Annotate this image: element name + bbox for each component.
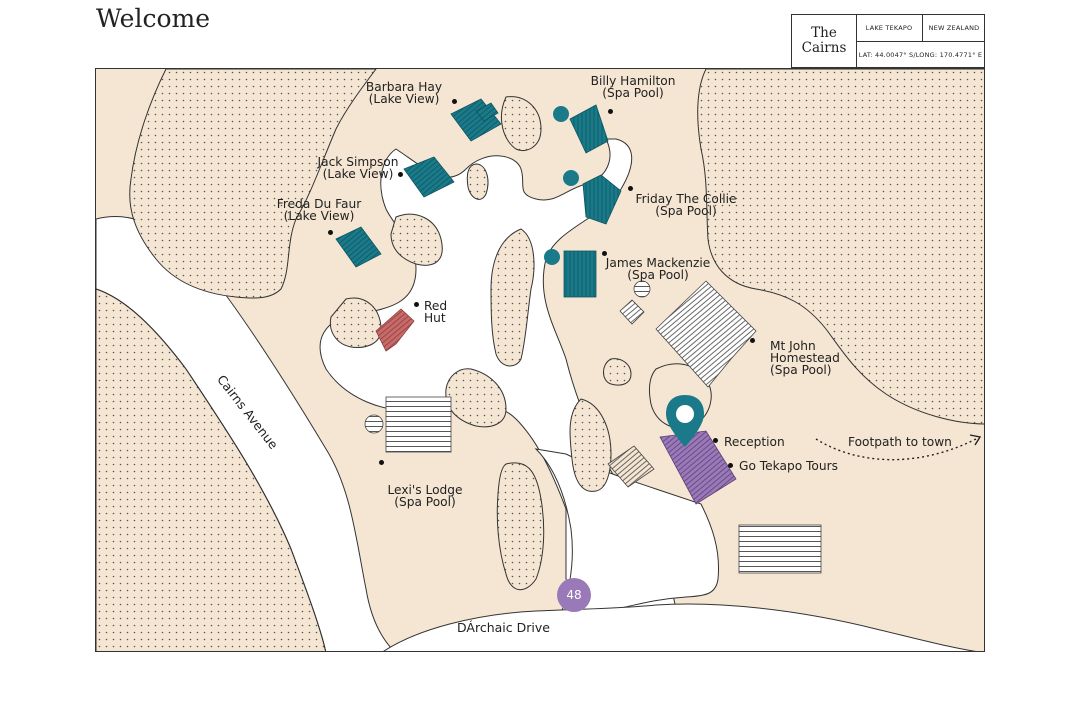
label-line: Billy Hamilton xyxy=(590,74,676,88)
info-box: The Cairns LAKE TEKAPO NEW ZEALAND LAT: … xyxy=(791,14,985,68)
go-tekapo-tours-marker xyxy=(728,463,733,468)
james-mackenzie-marker xyxy=(602,251,607,256)
james-mackenzie-label: James Mackenzie (Spa Pool) xyxy=(606,257,710,281)
label-line: Friday The Collie xyxy=(635,192,737,206)
lexis-lodge-marker xyxy=(379,460,384,465)
friday-the-collie-label: Friday The Collie (Spa Pool) xyxy=(636,193,737,217)
label-line: (Lake View) xyxy=(283,209,355,223)
label-line: (Spa Pool) xyxy=(627,268,689,282)
barbara-hay-lodge xyxy=(450,98,502,142)
jack-simpson-marker xyxy=(398,172,403,177)
red-hut xyxy=(375,308,415,352)
billy-hamilton-lodge xyxy=(553,104,609,154)
jack-simpson-label: Jack Simpson (Lake View) xyxy=(318,156,399,180)
dotted-arrow-icon xyxy=(815,434,982,461)
go-tekapo-tours-label: Go Tekapo Tours xyxy=(739,459,838,473)
dotted-island-south xyxy=(569,398,612,492)
south-driveway xyxy=(534,448,720,615)
label-line: (Lake View) xyxy=(322,167,394,181)
darchaic-drive-road xyxy=(383,603,976,651)
mt-john-homestead xyxy=(655,280,757,388)
freda-du-faur-lodge xyxy=(335,226,382,268)
dotted-island-southwest xyxy=(496,462,545,591)
barbara-hay-label: Barbara Hay (Lake View) xyxy=(366,81,442,105)
lexis-lodge-label: Lexi's Lodge (Spa Pool) xyxy=(387,484,462,508)
mt-john-marker xyxy=(750,338,755,343)
red-hut-marker xyxy=(414,302,419,307)
dotted-island-small xyxy=(466,163,489,200)
label-line: (Lake View) xyxy=(368,92,440,106)
coordinates-label: LAT: 44.0047° S/LONG: 170.4771° E xyxy=(858,50,983,59)
freda-du-faur-marker xyxy=(328,230,333,235)
james-mackenzie-lodge xyxy=(544,249,597,298)
dotted-island-top xyxy=(501,96,542,152)
reception-label: Reception xyxy=(724,435,785,449)
dotted-island-north xyxy=(390,213,443,266)
freda-du-faur-label: Freda Du Faur (Lake View) xyxy=(277,198,362,222)
label-line: Freda Du Faur xyxy=(276,197,362,211)
dotted-island-center xyxy=(490,228,535,367)
friday-the-collie-marker xyxy=(628,186,633,191)
location-pin-icon xyxy=(666,395,704,447)
label-line: (Spa Pool) xyxy=(394,495,456,509)
label-line: Lexi's Lodge xyxy=(387,483,463,497)
mt-john-label: Mt John Homestead (Spa Pool) xyxy=(770,340,840,376)
friday-the-collie-lodge xyxy=(563,170,622,225)
lexis-lodge xyxy=(364,396,452,453)
dotted-field-east xyxy=(697,69,984,425)
brand-line-1: The xyxy=(811,25,837,41)
label-line: Red xyxy=(424,299,448,313)
label-line: (Spa Pool) xyxy=(602,86,664,100)
label-line: Jack Simpson xyxy=(317,155,399,169)
page-title: Welcome xyxy=(96,4,211,33)
label-line: Hut xyxy=(424,311,446,325)
tan-hatched-building xyxy=(607,445,655,488)
billy-hamilton-marker xyxy=(608,109,613,114)
jack-simpson-lodge xyxy=(403,156,455,198)
label-line: Homestead xyxy=(770,351,840,365)
site-map: Barbara Hay (Lake View) Billy Hamilton (… xyxy=(95,68,985,652)
label-line: (Spa Pool) xyxy=(655,204,717,218)
red-hut-label: Red Hut xyxy=(424,300,447,324)
brand-logo: The Cairns xyxy=(792,15,857,67)
brand-line-2: Cairns xyxy=(801,40,847,56)
country-label: NEW ZEALAND xyxy=(923,15,985,42)
label-line: Barbara Hay xyxy=(365,80,443,94)
dotted-field-west xyxy=(129,69,377,299)
footpath-label: Footpath to town xyxy=(848,435,952,449)
small-hatched-building xyxy=(619,280,651,325)
location-label: LAKE TEKAPO xyxy=(856,15,923,42)
label-line: Mt John xyxy=(770,339,816,353)
label-line: (Spa Pool) xyxy=(770,363,832,377)
dotted-island-tiny xyxy=(603,358,632,386)
dotted-island-redhut xyxy=(329,297,382,348)
car-park xyxy=(738,524,822,574)
billy-hamilton-label: Billy Hamilton (Spa Pool) xyxy=(591,75,676,99)
label-line: James Mackenzie xyxy=(605,256,711,270)
darchaic-drive-label: DÁrchaic Drive xyxy=(457,620,550,635)
dotted-island-west xyxy=(445,368,507,428)
map-canvas xyxy=(96,69,984,651)
street-number-badge: 48 xyxy=(557,578,591,612)
reception-marker xyxy=(713,438,718,443)
barbara-hay-marker xyxy=(452,99,457,104)
